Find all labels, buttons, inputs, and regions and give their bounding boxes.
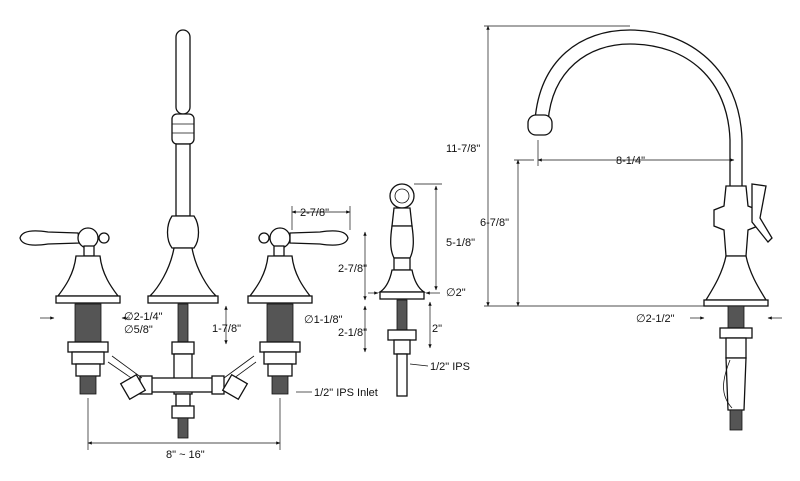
dim-side-base-dia: ∅2-1/2" [636, 313, 675, 325]
dim-spray-shank-len: 2" [432, 323, 442, 335]
dim-reach: 8-1/4" [616, 155, 645, 167]
dim-spout-height: 6-7/8" [480, 217, 509, 229]
faucet-side-view [527, 29, 773, 431]
dim-spray-base-dia: ∅2" [446, 287, 466, 299]
dimension-labels: 2-7/8" 2-7/8" ∅2-1/4" ∅5/8" 1-7/8" ∅1-1/… [124, 143, 675, 461]
dim-spout-base-dia: ∅2-1/4" [124, 311, 163, 323]
center-spout-front [107, 29, 257, 439]
dim-valve-shank-len: 2-1/8" [338, 327, 367, 339]
dimension-lines [40, 25, 782, 450]
dim-inlet: 1/2" IPS Inlet [314, 387, 378, 399]
dim-spread: 8" ~ 16" [166, 449, 205, 461]
dim-spout-shank-len: 1-7/8" [212, 323, 241, 335]
dim-overall-height: 11-7/8" [446, 143, 480, 155]
dim-shank-dia: ∅5/8" [124, 324, 153, 336]
dim-top-width: 2-7/8" [300, 207, 329, 219]
dim-spray-ips: 1/2" IPS [430, 361, 470, 373]
dim-valve-shank-dia: ∅1-1/8" [304, 314, 343, 326]
dim-handle-height: 2-7/8" [338, 263, 367, 275]
left-handle-valve [19, 227, 121, 395]
right-handle-valve [247, 227, 349, 395]
side-spray [377, 183, 427, 397]
dim-spray-height: 5-1/8" [446, 237, 475, 249]
